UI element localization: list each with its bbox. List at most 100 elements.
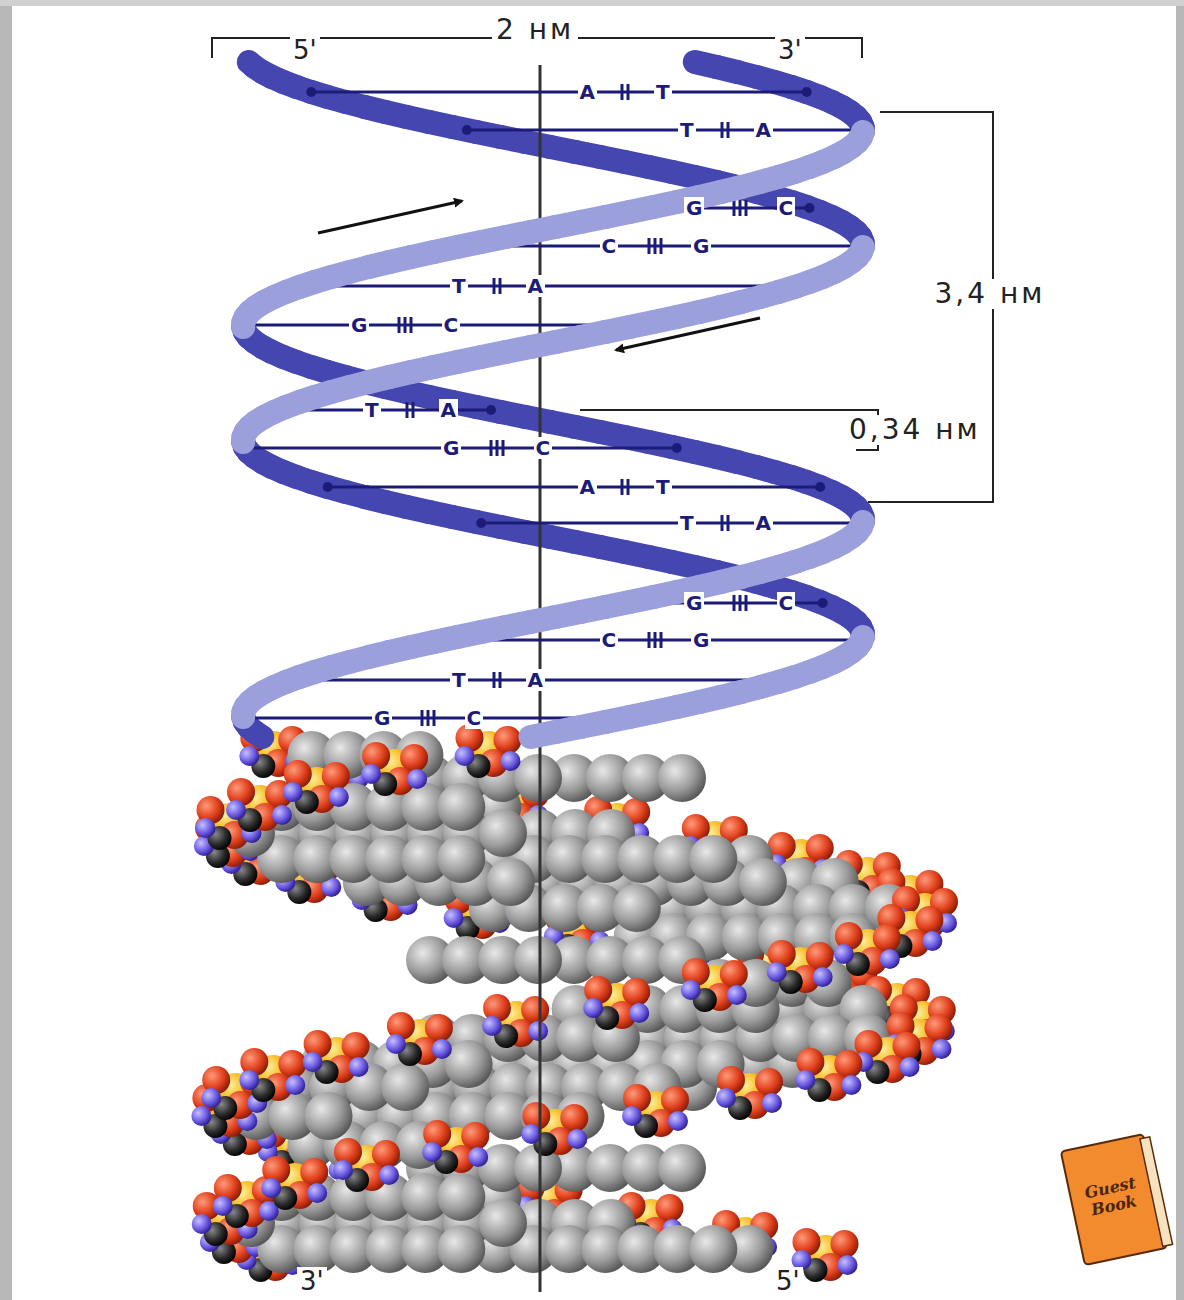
base-letter: G bbox=[684, 592, 704, 614]
frame-stripe bbox=[1176, 0, 1184, 1300]
atom-sphere bbox=[482, 1016, 502, 1036]
hydrogen-bond bbox=[721, 515, 724, 531]
strand-end-label: 3' bbox=[297, 1267, 327, 1296]
sugar-dot bbox=[818, 598, 828, 608]
base-letter: C bbox=[600, 629, 619, 651]
base-letter: A bbox=[526, 275, 545, 297]
base-letter: T bbox=[450, 669, 468, 691]
atom-sphere bbox=[213, 1196, 233, 1216]
base-letter: T bbox=[363, 399, 381, 421]
hydrogen-bond bbox=[398, 317, 401, 333]
base-letter: A bbox=[439, 399, 458, 421]
hydrogen-bond bbox=[648, 238, 651, 254]
hydrogen-bond bbox=[739, 200, 742, 216]
hydrogen-bond bbox=[493, 278, 496, 294]
frame-stripe bbox=[0, 0, 12, 1300]
strand-end-label: 5' bbox=[773, 1267, 803, 1296]
hydrogen-bond bbox=[733, 200, 736, 216]
base-letter: G bbox=[691, 235, 711, 257]
atom-sphere bbox=[201, 1088, 221, 1108]
frame-stripe bbox=[0, 0, 1184, 6]
base-letter: G bbox=[691, 629, 711, 651]
hydrogen-bond bbox=[739, 595, 742, 611]
hydrogen-bond bbox=[745, 595, 748, 611]
hydrogen-bond bbox=[621, 84, 624, 100]
hydrogen-bond bbox=[660, 238, 663, 254]
base-letter: G bbox=[441, 437, 461, 459]
atom-sphere bbox=[813, 967, 833, 987]
atom-sphere bbox=[239, 746, 259, 766]
atom-sphere bbox=[333, 1160, 353, 1180]
helix-ribbons bbox=[238, 62, 868, 1292]
dimension-label: 3,4 нм bbox=[931, 279, 1050, 310]
base-letter: C bbox=[465, 707, 484, 729]
atom-sphere bbox=[528, 1021, 548, 1041]
backbone-ribbon bbox=[231, 322, 255, 327]
atom-sphere bbox=[305, 1092, 353, 1140]
atom-sphere bbox=[261, 1178, 281, 1198]
hydrogen-bond bbox=[499, 278, 502, 294]
hydrogen-bond bbox=[433, 710, 436, 726]
atom-sphere bbox=[407, 769, 427, 789]
direction-arrow bbox=[616, 318, 760, 350]
sugar-dot bbox=[462, 125, 472, 135]
atom-sphere bbox=[629, 1003, 649, 1023]
sugar-dot bbox=[802, 87, 812, 97]
atom-sphere bbox=[329, 787, 349, 807]
direction-arrow bbox=[318, 201, 462, 233]
hydrogen-bond bbox=[627, 84, 630, 100]
atom-sphere bbox=[841, 1075, 861, 1095]
hydrogen-bond bbox=[721, 122, 724, 138]
atom-sphere bbox=[583, 998, 603, 1018]
atom-sphere bbox=[689, 835, 737, 883]
sugar-dot bbox=[476, 518, 486, 528]
atom-sphere bbox=[437, 835, 485, 883]
hydrogen-bond bbox=[412, 402, 415, 418]
backbone-ribbon bbox=[231, 712, 255, 717]
atom-sphere bbox=[681, 980, 701, 1000]
sugar-dot bbox=[815, 482, 825, 492]
dimension-label: 0,34 нм bbox=[845, 415, 985, 446]
sugar-dot bbox=[672, 443, 682, 453]
hydrogen-bond bbox=[745, 200, 748, 216]
atom-sphere bbox=[349, 1057, 369, 1077]
base-letter: C bbox=[534, 437, 553, 459]
atom-sphere bbox=[437, 783, 485, 831]
base-letter: A bbox=[754, 119, 773, 141]
atom-sphere bbox=[838, 1255, 858, 1275]
base-letter: G bbox=[684, 197, 704, 219]
space-filling-model bbox=[191, 724, 958, 1282]
base-letter: T bbox=[450, 275, 468, 297]
atom-sphere bbox=[834, 944, 854, 964]
hydrogen-bond bbox=[502, 440, 505, 456]
atom-sphere bbox=[437, 1173, 485, 1221]
strand-end-label: 3' bbox=[775, 36, 805, 65]
atom-sphere bbox=[658, 1144, 706, 1192]
atom-sphere bbox=[689, 1225, 737, 1273]
atom-sphere bbox=[445, 1040, 493, 1088]
hydrogen-bond bbox=[654, 632, 657, 648]
hydrogen-bond bbox=[727, 122, 730, 138]
atom-sphere bbox=[795, 1070, 815, 1090]
atom-sphere bbox=[668, 1111, 688, 1131]
atom-sphere bbox=[379, 1165, 399, 1185]
hydrogen-bond bbox=[427, 710, 430, 726]
atom-sphere bbox=[514, 754, 562, 802]
sugar-dot bbox=[486, 405, 496, 415]
atom-sphere bbox=[437, 1225, 485, 1273]
atom-sphere bbox=[191, 1106, 211, 1126]
atom-sphere bbox=[521, 1124, 541, 1144]
atom-sphere bbox=[307, 1183, 327, 1203]
atom-sphere bbox=[272, 805, 292, 825]
dimension-label: 2 нм bbox=[492, 15, 578, 46]
base-pair-line bbox=[302, 285, 798, 288]
base-pair-line bbox=[481, 522, 862, 525]
backbone-ribbon bbox=[255, 732, 263, 737]
hydrogen-bond bbox=[648, 632, 651, 648]
atom-sphere bbox=[192, 1214, 212, 1234]
base-letter: G bbox=[372, 707, 392, 729]
hydrogen-bond bbox=[406, 402, 409, 418]
atom-sphere bbox=[283, 782, 303, 802]
base-letter: T bbox=[654, 476, 672, 498]
